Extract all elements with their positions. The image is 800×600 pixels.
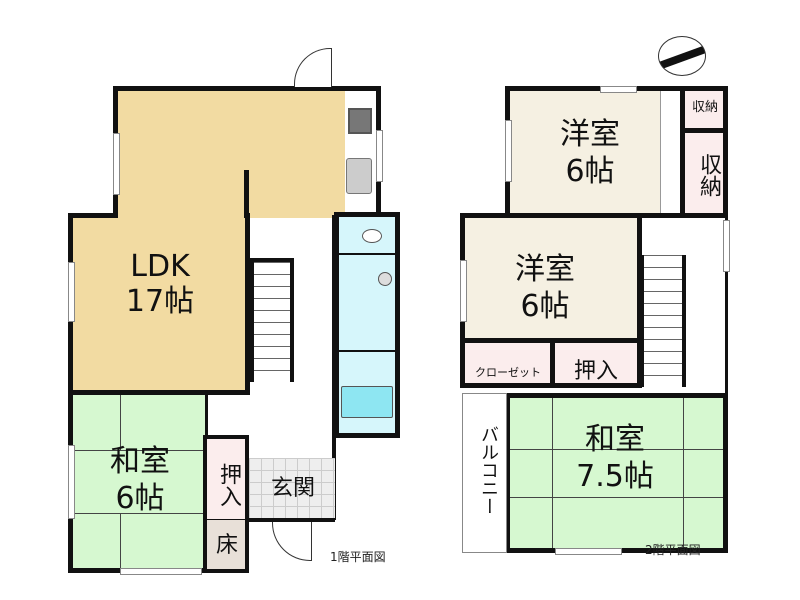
balcony [462,393,507,553]
hall-2f [640,213,728,395]
oshiire-2f [550,338,642,388]
closet-label: クローゼット [475,366,541,379]
yoshitsu-top-name: 洋室 [560,117,620,152]
oshiire-2f-label: 押入 [573,359,618,384]
washroom [334,255,400,355]
compass-icon [658,36,706,76]
yoshitsu-middle-name: 洋室 [515,252,575,287]
tokonoma [203,520,249,573]
floor-2-caption: 2階平面図 [645,543,701,557]
washbasin-icon [378,272,392,286]
ldk-partition [244,170,249,218]
washitsu-2f-size: 7.5帖 [576,459,654,494]
storage-large-label: 収納 [696,153,721,197]
sink-icon [346,158,372,194]
stairs-2f[interactable] [640,255,686,387]
toilet-icon [362,229,382,243]
stairs-1f[interactable] [250,258,294,382]
storage-small-label: 収納 [691,100,718,115]
washitsu-2f [505,393,728,553]
storage-large [680,128,728,218]
genkan [249,458,335,522]
bathtub-icon [341,386,393,418]
kitchen-door[interactable] [294,48,332,87]
washitsu-1f [68,390,208,573]
genkan-label: 玄関 [270,476,315,501]
yoshitsu-top [505,86,685,218]
ldk-name: LDK [130,249,190,284]
tokonoma-label: 床 [215,533,238,558]
balcony-label: バルコニー [478,425,499,515]
washitsu-1f-size: 6帖 [115,481,165,516]
yoshitsu-top-size: 6帖 [565,154,615,189]
yoshitsu-middle-size: 6帖 [520,289,570,324]
ldk-size: 17帖 [125,284,195,319]
entrance-door[interactable] [272,522,312,561]
closet-doors[interactable] [660,91,682,213]
stove-icon [348,108,372,134]
ldk-lower [68,213,250,395]
washitsu-2f-name: 和室 [585,422,645,457]
ldk-upper [113,86,348,218]
closet [460,338,555,388]
floor-1-caption: 1階平面図 [330,550,386,564]
yoshitsu-middle [460,213,642,343]
oshiire-1f-label: 押入 [216,463,241,507]
washitsu-1f-name: 和室 [110,444,170,479]
